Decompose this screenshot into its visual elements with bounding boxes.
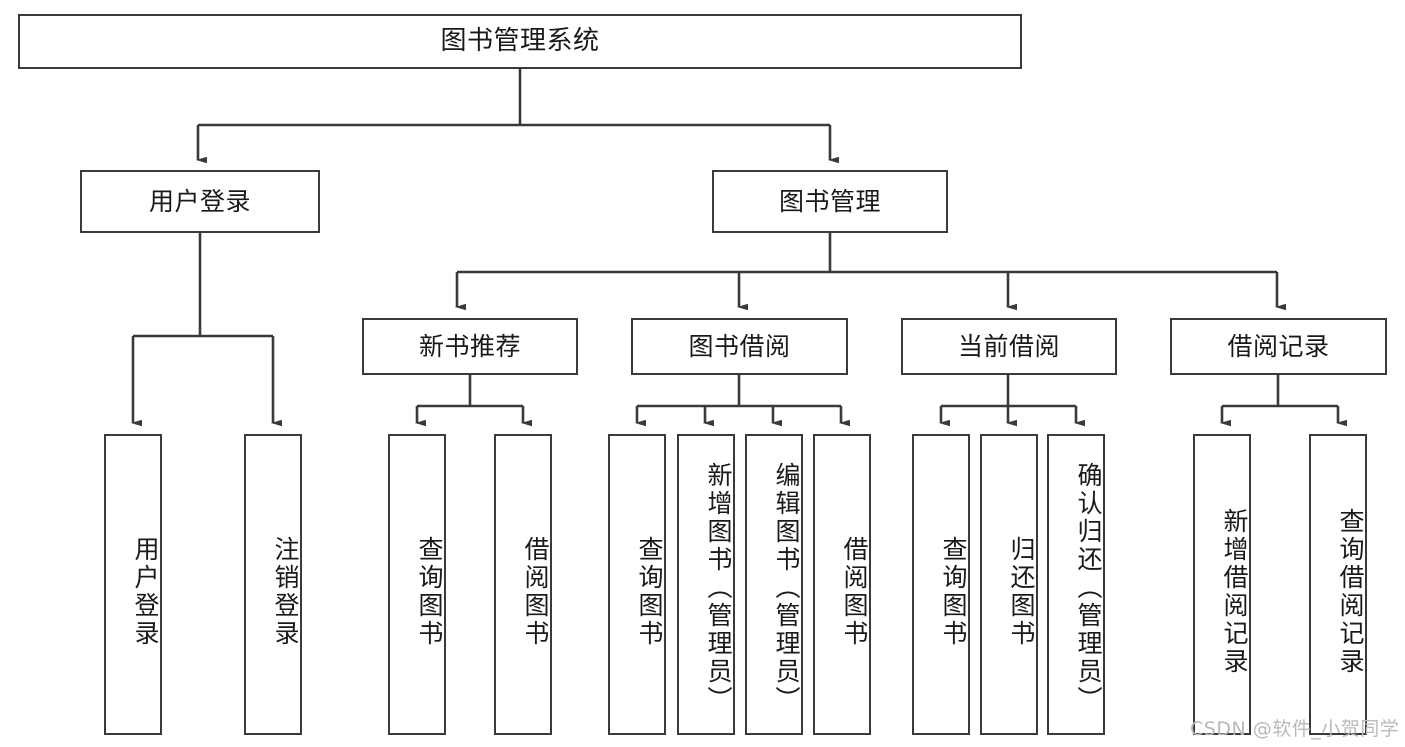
leaf-borrow-book-1[interactable]: 借阅图书 (494, 434, 552, 735)
leaf-query-borrow-record[interactable]: 查询借阅记录 (1309, 434, 1367, 735)
leaf-edit-book[interactable]: 编辑图书（管理员） (745, 434, 803, 735)
node-borrow-record[interactable]: 借阅记录 (1170, 318, 1387, 375)
leaf-borrow-book-2[interactable]: 借阅图书 (813, 434, 871, 735)
leaf-user-login[interactable]: 用户登录 (104, 434, 162, 735)
leaf-add-borrow-record[interactable]: 新增借阅记录 (1193, 434, 1251, 735)
leaf-confirm-return[interactable]: 确认归还（管理员） (1047, 434, 1105, 735)
leaf-query-book-1[interactable]: 查询图书 (388, 434, 446, 735)
leaf-query-book-2[interactable]: 查询图书 (608, 434, 666, 735)
node-book-borrow[interactable]: 图书借阅 (631, 318, 848, 375)
node-root[interactable]: 图书管理系统 (18, 14, 1022, 69)
leaf-return-book[interactable]: 归还图书 (980, 434, 1038, 735)
leaf-user-logout[interactable]: 注销登录 (244, 434, 302, 735)
node-new-book-recommend[interactable]: 新书推荐 (362, 318, 578, 375)
leaf-query-book-3[interactable]: 查询图书 (912, 434, 970, 735)
node-book-management[interactable]: 图书管理 (712, 170, 948, 233)
leaf-add-book[interactable]: 新增图书（管理员） (677, 434, 735, 735)
node-user-login[interactable]: 用户登录 (80, 170, 320, 233)
node-current-borrow[interactable]: 当前借阅 (901, 318, 1117, 375)
